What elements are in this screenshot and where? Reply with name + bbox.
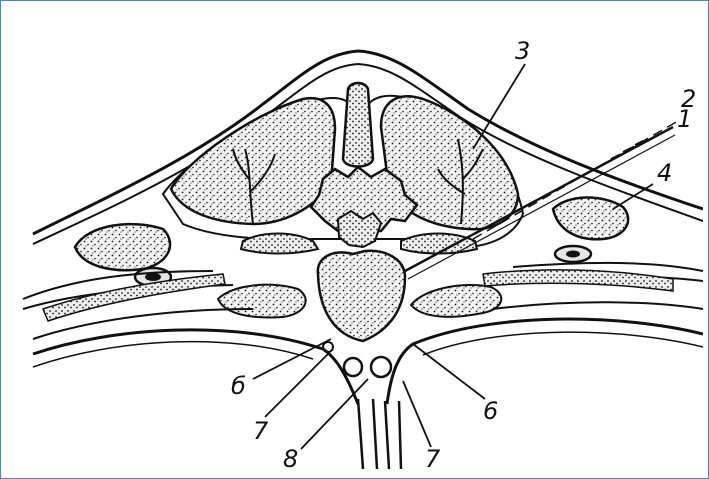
leader-5	[253, 339, 331, 379]
leader-7a	[265, 354, 328, 417]
left-lateral-muscle	[75, 224, 170, 270]
label-3: 3	[515, 37, 530, 65]
label-2: 2	[681, 85, 696, 113]
label-8: 8	[283, 445, 298, 473]
leader-6	[413, 344, 485, 399]
vertebral-body	[318, 251, 405, 341]
left-erector-muscle	[171, 98, 335, 224]
mesentery-root	[358, 399, 401, 469]
label-5: б	[231, 372, 246, 400]
right-cavity-inner	[423, 332, 703, 355]
left-vessel-core	[145, 273, 161, 281]
left-transverse-process	[241, 234, 318, 254]
anatomical-cross-section-drawing: 1 2 3 4 б 6 7 7 8	[13, 9, 703, 477]
vessel-small	[323, 342, 333, 352]
left-cavity-inner	[33, 342, 313, 367]
needle-tip-marks	[611, 141, 643, 159]
label-7-left: 7	[253, 417, 269, 445]
label-7-right: 7	[425, 445, 441, 473]
spinal-canal	[338, 211, 381, 247]
label-6: 6	[483, 397, 498, 425]
left-quadratus-muscle	[218, 285, 306, 318]
leader-7b	[403, 381, 431, 447]
spinous-process	[343, 83, 373, 167]
leader-4	[613, 184, 653, 209]
right-cavity-arc	[387, 319, 703, 404]
right-lateral-muscle	[553, 197, 628, 239]
anatomy-plate: 1 2 3 4 б 6 7 7 8	[13, 9, 703, 477]
right-vessel-core	[566, 251, 580, 258]
label-4: 4	[657, 159, 672, 187]
right-transverse-process	[401, 234, 477, 254]
vena-cava	[371, 357, 391, 377]
right-diagonal-band	[483, 270, 673, 291]
aorta	[344, 358, 362, 376]
right-psoas-muscle	[411, 285, 501, 317]
